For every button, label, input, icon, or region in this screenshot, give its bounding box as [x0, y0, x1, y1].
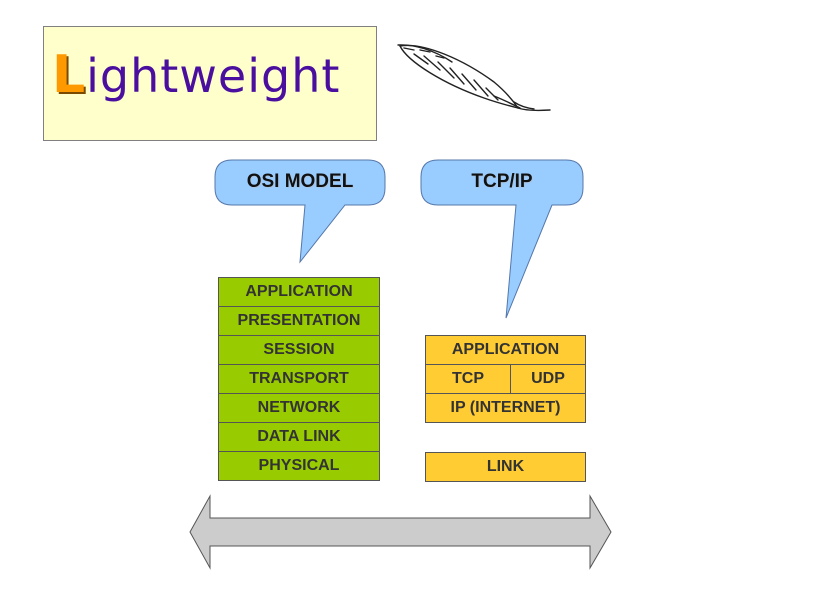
osi-layer-physical: PHYSICAL [218, 451, 380, 481]
title-rest: ightweight [86, 49, 341, 103]
osi-layer-session: SESSION [218, 335, 380, 365]
osi-layer-data-link: DATA LINK [218, 422, 380, 452]
osi-layer-presentation: PRESENTATION [218, 306, 380, 336]
osi-callout-label: OSI MODEL [246, 171, 354, 192]
page-title: Lightweight [52, 45, 340, 105]
tcpip-layer-ip: IP (INTERNET) [425, 393, 586, 423]
tcpip-layer-link: LINK [425, 452, 586, 482]
tcpip-layer-udp: UDP [510, 364, 586, 394]
tcpip-layer-tcp: TCP [425, 364, 511, 394]
tcpip-layer-application: APPLICATION [425, 335, 586, 365]
feather-icon [397, 44, 551, 112]
tcpip-stack: APPLICATION TCP UDP IP (INTERNET) LINK [425, 335, 586, 482]
title-first-letter: L [52, 45, 87, 105]
tcpip-callout-label: TCP/IP [471, 171, 533, 192]
title-box: Lightweight [43, 26, 377, 141]
osi-layer-application: APPLICATION [218, 277, 380, 307]
osi-callout-bubble [214, 159, 386, 264]
osi-stack: APPLICATION PRESENTATION SESSION TRANSPO… [218, 277, 380, 481]
osi-layer-transport: TRANSPORT [218, 364, 380, 394]
tcpip-callout-bubble [420, 159, 584, 319]
